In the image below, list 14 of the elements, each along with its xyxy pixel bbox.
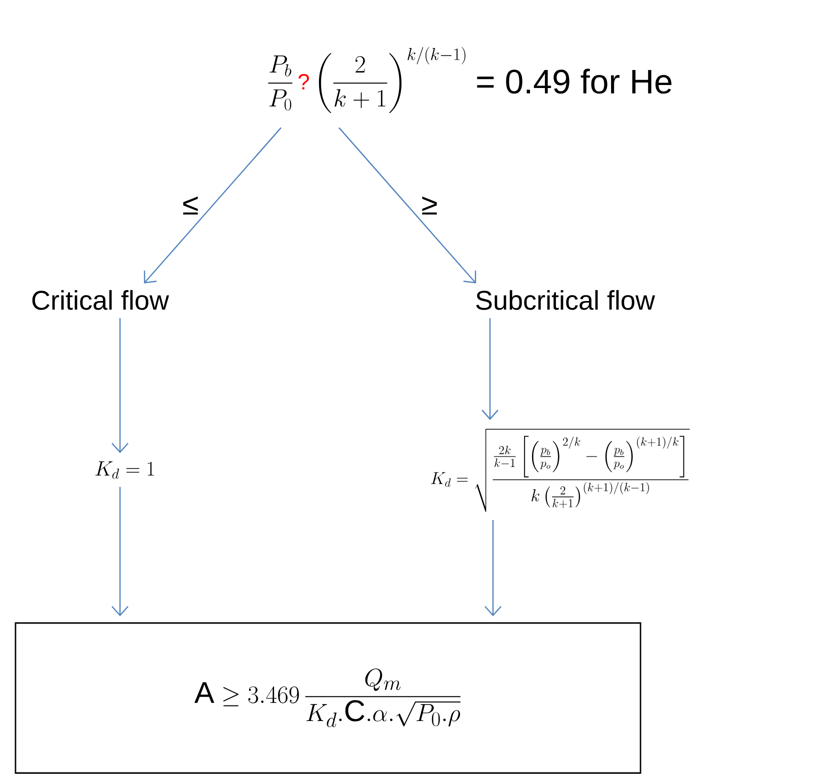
formula-box: $\mathrm{A} \geq 3.469\,\frac{Q_m}{K_d.\mathrm{C}.\alpha.\sqrt{P_0.\rho}}$ xyxy=(14,622,642,774)
edge-label: ≤ xyxy=(181,196,200,216)
arrow xyxy=(482,318,498,420)
arrow xyxy=(144,127,282,284)
arrow xyxy=(484,520,502,616)
arrow xyxy=(338,127,476,284)
arrow xyxy=(112,486,128,616)
flow-label: Subcritical flow xyxy=(476,290,656,310)
arrow xyxy=(112,318,128,454)
flow-label: Critical flow xyxy=(32,290,170,310)
edge-label: ≥ xyxy=(420,196,439,216)
formula-text: $K_d = \sqrt{\frac{\frac{2k}{k-1}\left[\left(\frac{p_b}{p_o}\right)^{2/k}-\left(\frac{p_b}{p_o}\right)^{(k+1)/k}\right]}{k\left(\frac{2}{k+1}\right)^{(k+1)/(k-1)}}}$ xyxy=(431,428,690,512)
formula-text: $K_d = 1$ xyxy=(95,461,154,479)
formula-text: $\frac{P_b}{P_0}$ ? $\left(\frac{2}{k+1}\right)^{k/(k-1)}$ = 0.49 for He xyxy=(268,47,672,113)
